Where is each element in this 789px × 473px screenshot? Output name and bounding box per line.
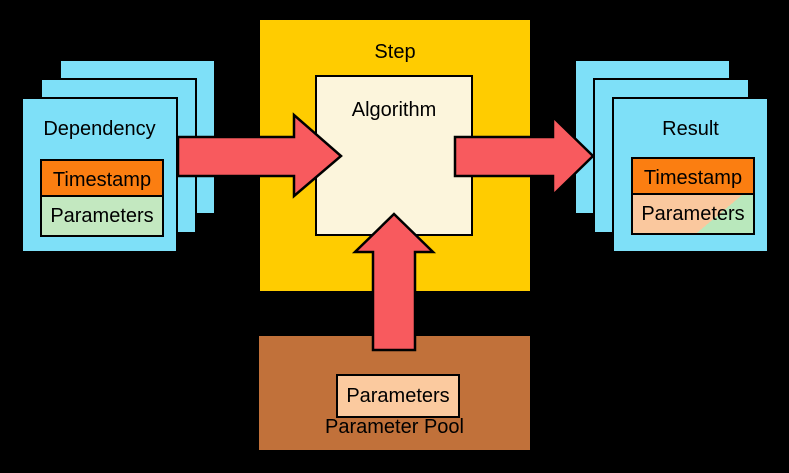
dependency-title: Dependency <box>43 118 156 140</box>
result-card-front: Result Timestamp Parameters <box>612 97 769 253</box>
step-box: Step Algorithm <box>258 18 532 293</box>
parameter-pool-box: Parameters Parameter Pool <box>257 334 532 452</box>
step-title: Step <box>374 41 416 63</box>
dependency-parameters-box: Parameters <box>40 195 164 237</box>
dependency-card-front: Dependency Timestamp Parameters <box>21 97 178 253</box>
result-parameters-box: Parameters <box>631 193 755 235</box>
result-title: Result <box>662 118 719 140</box>
algorithm-box: Algorithm <box>315 75 473 236</box>
algorithm-label: Algorithm <box>351 99 437 121</box>
parameter-pool-title: Parameter Pool <box>325 416 464 438</box>
pool-parameters-box: Parameters <box>336 374 460 418</box>
